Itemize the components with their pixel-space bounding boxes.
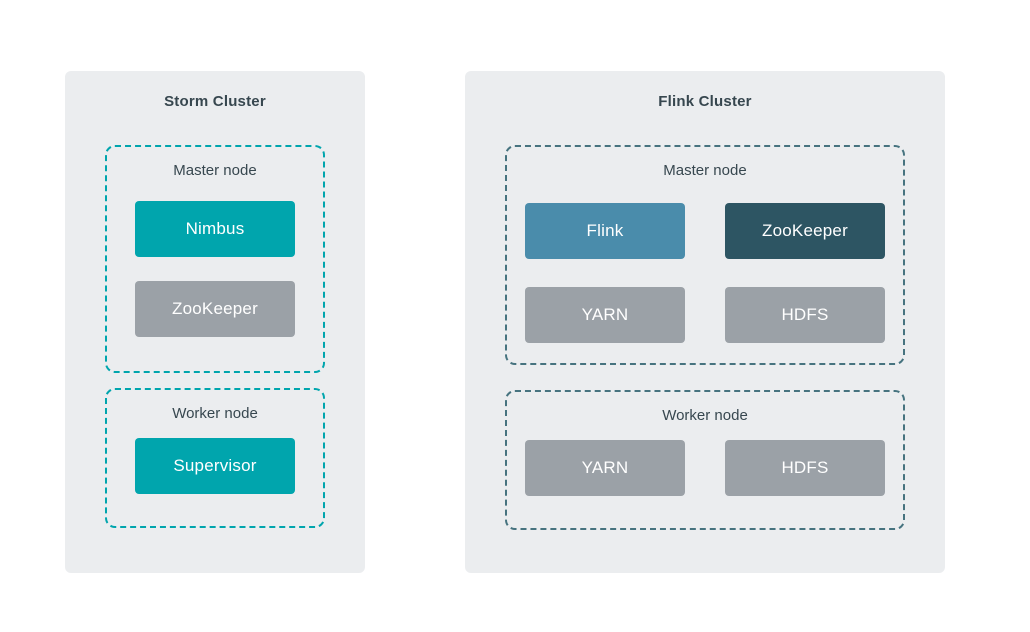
storm-zookeeper-node: ZooKeeper (135, 281, 295, 337)
flink-worker-hdfs-node: HDFS (725, 440, 885, 496)
storm-worker-node-label: Worker node (172, 405, 258, 422)
flink-master-node-label: Master node (663, 162, 747, 179)
flink-master-yarn-node: YARN (525, 287, 685, 343)
storm-worker-nodes: Supervisor (107, 438, 323, 494)
storm-master-nodes: Nimbus ZooKeeper (107, 201, 323, 337)
flink-master-nodes: Flink ZooKeeper YARN HDFS (507, 203, 903, 343)
storm-cluster-panel: Storm Cluster Master node Nimbus ZooKeep… (65, 71, 365, 573)
storm-master-node-label: Master node (173, 162, 257, 179)
flink-node: Flink (525, 203, 685, 259)
flink-worker-node-label: Worker node (662, 407, 748, 424)
flink-master-hdfs-node: HDFS (725, 287, 885, 343)
flink-worker-yarn-node: YARN (525, 440, 685, 496)
flink-worker-node-group: Worker node YARN HDFS (505, 390, 905, 530)
flink-master-node-group: Master node Flink ZooKeeper YARN HDFS (505, 145, 905, 365)
storm-master-node-group: Master node Nimbus ZooKeeper (105, 145, 325, 373)
flink-zookeeper-node: ZooKeeper (725, 203, 885, 259)
nimbus-node: Nimbus (135, 201, 295, 257)
storm-worker-node-group: Worker node Supervisor (105, 388, 325, 528)
flink-cluster-title: Flink Cluster (658, 93, 752, 110)
flink-cluster-panel: Flink Cluster Master node Flink ZooKeepe… (465, 71, 945, 573)
supervisor-node: Supervisor (135, 438, 295, 494)
storm-cluster-title: Storm Cluster (164, 93, 266, 110)
flink-worker-nodes: YARN HDFS (507, 440, 903, 496)
